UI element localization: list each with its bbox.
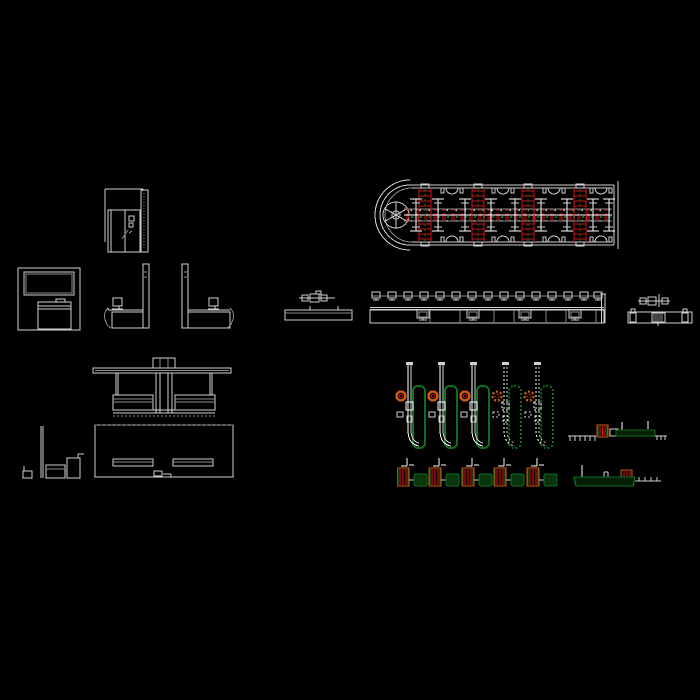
cabinet-elevation (93, 424, 235, 480)
counter-end-elevation (626, 290, 698, 326)
desk-plan (95, 185, 155, 255)
desk-front-elevation (15, 262, 85, 332)
long-counter-plan (370, 176, 622, 254)
pedestal-table-elevation (88, 356, 234, 420)
hatch-block (651, 312, 666, 323)
hatch-block (620, 469, 633, 478)
hatch-block (596, 424, 609, 438)
counter-side-section (20, 424, 90, 480)
base-bar-detail (573, 458, 665, 494)
long-counter-elevation (368, 286, 608, 326)
desk-side-section-left (100, 260, 150, 332)
rail-connection-detail (566, 420, 668, 452)
desk-side-section-right (178, 260, 236, 332)
panel-section-details (393, 360, 565, 460)
plinth-end-elevation (283, 288, 355, 324)
base-connection-details (397, 456, 559, 496)
